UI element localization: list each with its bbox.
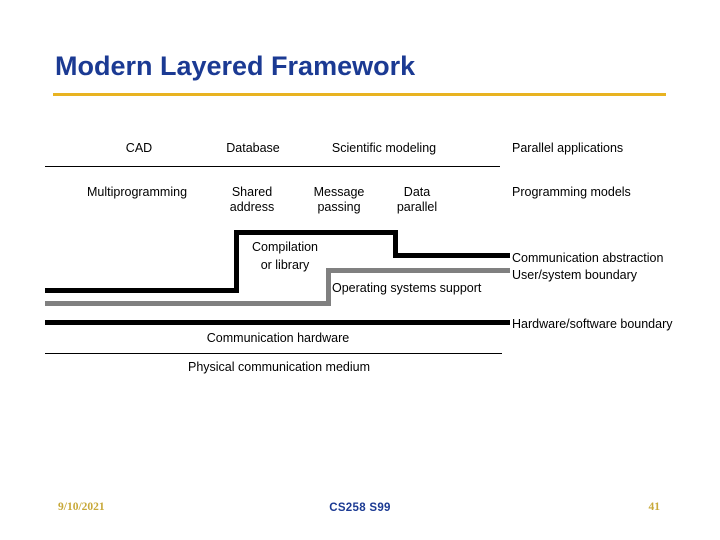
hardware-software-boundary-line	[45, 320, 510, 325]
abstraction-step-right-riser	[393, 230, 398, 258]
layer-label-parallel-applications: Parallel applications	[512, 141, 624, 155]
pm-label-message-passing-line2: passing	[317, 200, 361, 214]
boundary-label-user-system: User/system boundary	[512, 268, 638, 282]
user-system-boundary-riser	[326, 268, 331, 306]
layer-label-compilation-line2: or library	[260, 258, 310, 272]
page-title: Modern Layered Framework	[55, 51, 416, 81]
layer-label-operating-systems-support: Operating systems support	[332, 281, 482, 295]
abstraction-step-top-segment	[234, 230, 398, 235]
pm-label-shared-address-line1: Shared	[231, 185, 273, 199]
pm-label-shared-address-line2: address	[229, 200, 275, 214]
divider-physical-medium	[45, 353, 502, 354]
boundary-label-hardware-software: Hardware/software boundary	[512, 317, 673, 331]
pm-label-multiprogramming: Multiprogramming	[86, 185, 188, 199]
layer-label-programming-models: Programming models	[512, 185, 631, 199]
divider-applications	[45, 166, 500, 167]
layer-label-compilation-line1: Compilation	[251, 240, 319, 254]
app-label-scientific-modeling: Scientific modeling	[331, 141, 437, 155]
app-label-cad: CAD	[125, 141, 153, 155]
pm-label-data-parallel-line2: parallel	[396, 200, 438, 214]
abstraction-right-arm	[393, 253, 510, 258]
user-system-boundary-lower-segment	[45, 301, 331, 306]
layer-label-physical-communication-medium: Physical communication medium	[187, 360, 371, 374]
pm-label-message-passing-line1: Message	[313, 185, 365, 199]
footer-course-label: CS258 S99	[329, 502, 391, 514]
footer-page-number: 41	[648, 501, 661, 513]
user-system-boundary-upper-segment	[326, 268, 510, 273]
footer-date: 9/10/2021	[58, 501, 105, 513]
app-label-database: Database	[226, 141, 280, 155]
title-underline-rule	[53, 93, 666, 96]
pm-label-data-parallel-line1: Data	[403, 185, 431, 199]
layer-label-communication-hardware: Communication hardware	[206, 331, 350, 345]
abstraction-left-arm	[45, 288, 239, 293]
abstraction-step-left-riser	[234, 230, 239, 292]
boundary-label-communication-abstraction: Communication abstraction	[512, 251, 664, 265]
